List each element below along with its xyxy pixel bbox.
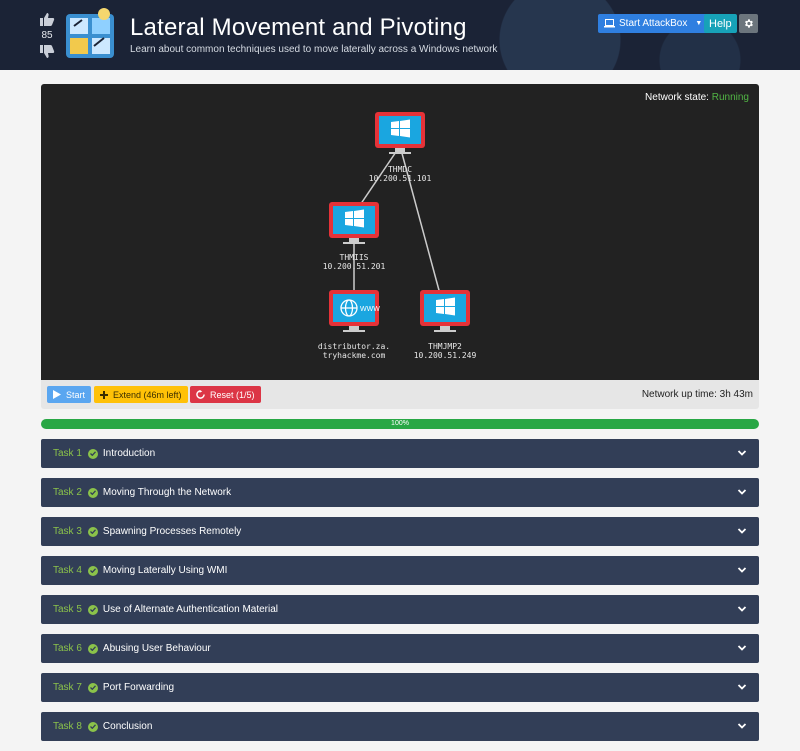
room-header: 85 Lateral Movement and Pivoting Learn a… xyxy=(0,0,800,70)
task-number: Task 6 xyxy=(53,643,82,654)
network-toolbar: Start Extend (46m left) Reset (1/5) Netw… xyxy=(41,380,759,409)
chevron-down-icon[interactable] xyxy=(737,643,747,653)
room-title: Lateral Movement and Pivoting xyxy=(130,14,467,41)
network-links: WWW xyxy=(329,112,470,332)
www-label: WWW xyxy=(360,306,380,313)
chevron-down-icon[interactable] xyxy=(737,526,747,536)
task-number: Task 1 xyxy=(53,448,82,459)
check-icon xyxy=(87,526,98,537)
room-progress-bar: 100% xyxy=(41,419,759,429)
node-thmdc[interactable] xyxy=(375,112,425,154)
node-thmiis-label: THMIIS 10.200.51.201 xyxy=(314,253,394,271)
node-ip: 10.200.51.201 xyxy=(322,262,386,271)
task-row[interactable]: Task 1 Introduction xyxy=(41,439,759,468)
task-title: Introduction xyxy=(102,448,156,459)
chevron-down-icon[interactable] xyxy=(737,682,747,692)
node-ip: 10.200.51.101 xyxy=(368,174,432,183)
node-name: distributor.za. xyxy=(317,342,391,351)
task-title: Port Forwarding xyxy=(102,682,175,693)
network-state: Network state: Running xyxy=(645,92,749,103)
task-title: Moving Through the Network xyxy=(102,487,232,498)
check-icon xyxy=(87,643,98,654)
task-number: Task 3 xyxy=(53,526,82,537)
thumbs-up-icon[interactable] xyxy=(38,12,56,26)
network-panel: Network state: Running xyxy=(41,84,759,409)
node-thmdc-label: THMDC 10.200.51.101 xyxy=(360,165,440,183)
start-network-button[interactable]: Start xyxy=(47,386,92,403)
node-thmjmp2[interactable] xyxy=(420,290,470,332)
chevron-down-icon[interactable] xyxy=(737,487,747,497)
task-row[interactable]: Task 8 Conclusion xyxy=(41,712,759,741)
help-button[interactable]: Help xyxy=(704,14,737,33)
task-number: Task 5 xyxy=(53,604,82,615)
task-title: Spawning Processes Remotely xyxy=(102,526,242,537)
windows-logo-icon xyxy=(391,119,410,138)
node-name: THMJMP2 xyxy=(428,342,462,351)
extend-network-button[interactable]: Extend (46m left) xyxy=(94,386,188,403)
vote-widget: 85 xyxy=(38,12,56,59)
node-distributor[interactable]: WWW xyxy=(329,290,380,332)
plus-icon xyxy=(100,390,108,399)
start-network-label: Start xyxy=(66,389,86,400)
windows-logo-icon xyxy=(345,209,364,228)
room-description: Learn about common techniques used to mo… xyxy=(130,44,498,55)
start-attackbox-label: Start AttackBox xyxy=(619,18,688,29)
room-progress-fill: 100% xyxy=(41,419,759,429)
task-title: Use of Alternate Authentication Material xyxy=(102,604,279,615)
header-background xyxy=(0,0,800,70)
task-row[interactable]: Task 6 Abusing User Behaviour xyxy=(41,634,759,663)
chevron-down-icon[interactable] xyxy=(737,448,747,458)
task-title: Moving Laterally Using WMI xyxy=(102,565,228,576)
node-thmjmp2-label: THMJMP2 10.200.51.249 xyxy=(405,342,485,360)
task-number: Task 4 xyxy=(53,565,82,576)
task-row[interactable]: Task 7 Port Forwarding xyxy=(41,673,759,702)
check-icon xyxy=(87,448,98,459)
extend-network-label: Extend (46m left) xyxy=(113,389,182,400)
reset-network-label: Reset (1/5) xyxy=(210,389,255,400)
node-distributor-label: distributor.za. tryhackme.com xyxy=(309,342,399,360)
room-logo xyxy=(66,8,114,58)
check-icon xyxy=(87,565,98,576)
task-title: Conclusion xyxy=(102,721,153,732)
node-name: THMDC xyxy=(387,165,413,174)
check-icon xyxy=(87,487,98,498)
chevron-down-icon[interactable] xyxy=(737,721,747,731)
caret-down-icon: ▼ xyxy=(695,20,703,27)
start-attackbox-button[interactable]: Start AttackBox ▼ xyxy=(598,14,709,33)
task-row[interactable]: Task 5 Use of Alternate Authentication Ma… xyxy=(41,595,759,624)
node-ip: 10.200.51.249 xyxy=(413,351,477,360)
globe-icon xyxy=(340,299,358,317)
task-number: Task 8 xyxy=(53,721,82,732)
reset-icon xyxy=(196,390,205,399)
check-icon xyxy=(87,604,98,615)
check-icon xyxy=(87,682,98,693)
settings-button[interactable] xyxy=(739,14,758,33)
windows-logo-icon xyxy=(436,297,455,316)
gear-icon xyxy=(745,19,753,28)
task-row[interactable]: Task 3 Spawning Processes Remotely xyxy=(41,517,759,546)
vote-count: 85 xyxy=(41,30,53,41)
chevron-down-icon[interactable] xyxy=(737,565,747,575)
node-thmiis[interactable] xyxy=(329,202,379,244)
task-number: Task 2 xyxy=(53,487,82,498)
chevron-down-icon[interactable] xyxy=(737,604,747,614)
network-uptime: Network up time: 3h 43m xyxy=(641,389,753,400)
network-state-label: Network state: xyxy=(645,92,709,103)
reset-network-button[interactable]: Reset (1/5) xyxy=(190,386,261,403)
play-icon xyxy=(53,390,61,399)
task-title: Abusing User Behaviour xyxy=(102,643,211,654)
node-ip: tryhackme.com xyxy=(322,351,386,360)
laptop-icon xyxy=(604,19,615,28)
network-diagram: Network state: Running xyxy=(41,84,759,380)
thumbs-down-icon[interactable] xyxy=(38,45,56,59)
check-icon xyxy=(87,721,98,732)
network-state-value: Running xyxy=(711,92,749,103)
task-row[interactable]: Task 4 Moving Laterally Using WMI xyxy=(41,556,759,585)
task-row[interactable]: Task 2 Moving Through the Network xyxy=(41,478,759,507)
node-name: THMIIS xyxy=(339,253,369,262)
task-number: Task 7 xyxy=(53,682,82,693)
